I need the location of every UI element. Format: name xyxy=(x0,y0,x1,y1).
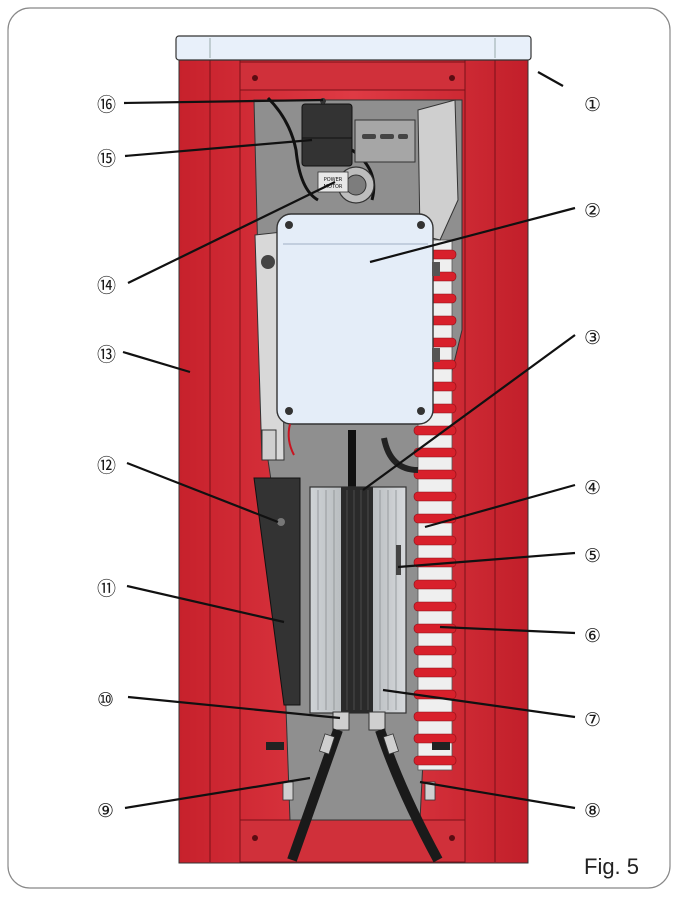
bottom-cables xyxy=(266,711,450,863)
leader-16 xyxy=(123,98,324,105)
leader-11 xyxy=(126,584,285,624)
callout-16: ⑯ xyxy=(97,94,116,116)
leader-5 xyxy=(397,551,576,569)
callout-7: ⑦ xyxy=(584,709,601,731)
leader-3 xyxy=(362,334,576,491)
callout-3: ③ xyxy=(584,327,601,349)
callout-12: ⑫ xyxy=(97,455,116,477)
leader-2 xyxy=(369,206,576,264)
slotted-bracket xyxy=(354,119,416,163)
leader-15 xyxy=(124,138,313,158)
housing-lid xyxy=(175,35,532,61)
callout-11: ⑪ xyxy=(97,578,116,600)
callout-9: ⑨ xyxy=(97,800,114,822)
callout-4: ④ xyxy=(584,477,601,499)
leader-10 xyxy=(127,695,341,720)
leader-13 xyxy=(122,350,191,374)
leader-6 xyxy=(439,625,576,635)
callout-14: ⑭ xyxy=(97,275,116,297)
plate-line-1: POWER xyxy=(324,177,343,183)
leader-12 xyxy=(126,461,279,524)
wire-top-left xyxy=(266,96,319,202)
leader-lines xyxy=(122,71,576,810)
figure-caption: Fig. 5 xyxy=(584,854,639,879)
callout-5: ⑤ xyxy=(584,545,601,567)
balance-spring xyxy=(413,239,457,771)
callout-2: ② xyxy=(584,200,601,222)
dark-side-bracket xyxy=(253,477,301,706)
callout-8: ⑧ xyxy=(584,800,601,822)
leader-4 xyxy=(424,483,576,529)
callout-1: ① xyxy=(584,94,601,116)
leader-9 xyxy=(124,776,311,810)
leader-1 xyxy=(537,71,564,87)
callout-15: ⑮ xyxy=(97,148,116,170)
callout-6: ⑥ xyxy=(584,625,601,647)
callout-13: ⑬ xyxy=(97,344,116,366)
control-unit xyxy=(309,486,407,714)
junction-box xyxy=(301,98,353,167)
callout-10: ⑩ xyxy=(97,689,114,711)
leader-7 xyxy=(382,688,576,719)
leader-14 xyxy=(127,181,336,284)
outer-border xyxy=(7,7,671,889)
callout-labels: ⑯ ⑮ ⑭ ⑬ ⑫ ⑪ ⑩ ⑨ ⑧ ⑦ ⑥ ⑤ ④ ③ ② ① xyxy=(97,94,601,822)
motor-cover xyxy=(276,213,440,425)
side-cable xyxy=(381,437,419,473)
plate-line-2: MOTOR xyxy=(324,184,343,190)
leader-8 xyxy=(419,780,576,810)
red-wire xyxy=(287,423,295,456)
